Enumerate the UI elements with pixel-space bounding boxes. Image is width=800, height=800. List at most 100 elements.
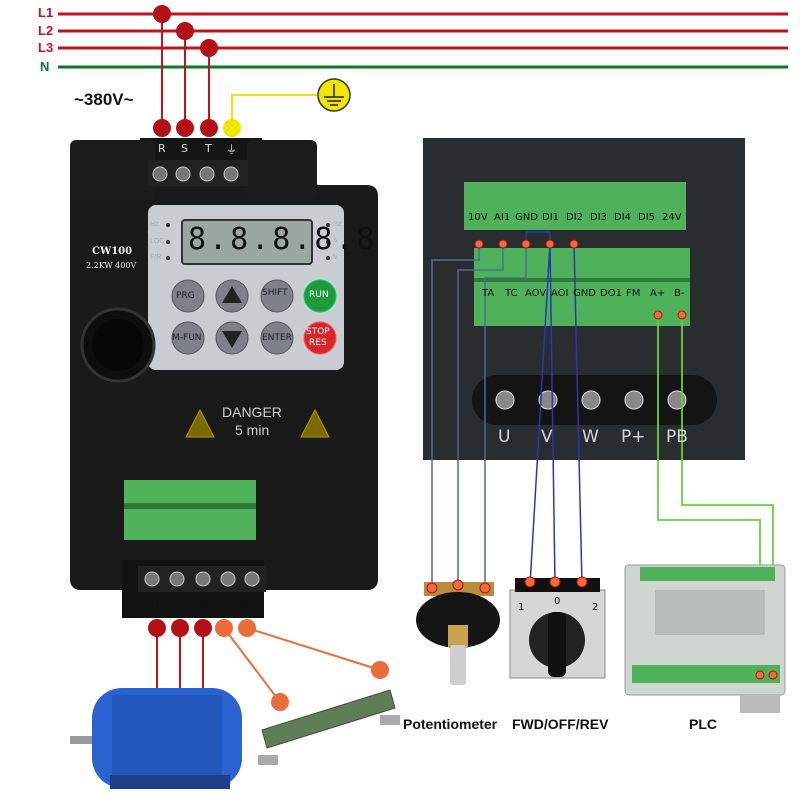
up-arrow-icon bbox=[222, 286, 242, 303]
enter-button[interactable] bbox=[260, 321, 294, 355]
wire-switch-di1 bbox=[529, 243, 551, 586]
screw bbox=[581, 390, 601, 410]
knob[interactable] bbox=[92, 319, 144, 371]
label-l3: L3 bbox=[38, 40, 54, 55]
dot-gnd bbox=[521, 239, 531, 249]
danger-text: DANGER bbox=[222, 404, 282, 420]
caption-potentiometer: Potentiometer bbox=[403, 716, 498, 732]
led-label-loc: LOC bbox=[150, 238, 165, 245]
dot-pot-3 bbox=[479, 582, 491, 594]
mfun-button[interactable] bbox=[171, 321, 205, 355]
wire-pb-brake bbox=[246, 627, 381, 671]
dot-10v bbox=[474, 239, 484, 249]
label-n: N bbox=[40, 59, 50, 74]
pw-pb: PB bbox=[666, 427, 688, 447]
screw bbox=[195, 571, 211, 587]
inverter bbox=[70, 138, 378, 618]
wire-p-brake bbox=[223, 627, 281, 703]
screw bbox=[624, 390, 644, 410]
dot-brake-2 bbox=[371, 661, 389, 679]
dot-pb bbox=[238, 619, 256, 637]
screw bbox=[495, 390, 515, 410]
prg-button[interactable] bbox=[171, 279, 205, 313]
warning-triangle-icon bbox=[185, 408, 215, 438]
screw bbox=[220, 571, 236, 587]
connection-dots bbox=[148, 5, 687, 751]
dot-plc-b bbox=[768, 670, 778, 680]
ct-24v: 24V bbox=[662, 212, 682, 223]
voltage-label: ~380V~ bbox=[74, 90, 134, 109]
led-label-v: V bbox=[333, 254, 338, 261]
control-terminal-board bbox=[124, 480, 256, 540]
shift-button[interactable] bbox=[260, 279, 294, 313]
dot-l3 bbox=[200, 39, 218, 57]
dot-plc-a bbox=[755, 670, 765, 680]
dot-v bbox=[171, 619, 189, 637]
inv-p-label: P+ bbox=[214, 598, 232, 612]
wire-pot-gnd bbox=[484, 244, 527, 585]
dot-b-minus bbox=[677, 310, 687, 320]
output-screws bbox=[144, 571, 260, 587]
plc-module bbox=[655, 590, 765, 635]
screw bbox=[244, 571, 260, 587]
dot-brake-1 bbox=[271, 693, 289, 711]
screw bbox=[169, 571, 185, 587]
terminal-t-label: T bbox=[205, 142, 212, 155]
supply-bus bbox=[58, 12, 788, 69]
ct-10v: 10V bbox=[468, 212, 488, 223]
dot-ai1 bbox=[498, 239, 508, 249]
dot-t bbox=[200, 119, 218, 137]
brake-resistor bbox=[258, 689, 400, 765]
led-dot bbox=[326, 240, 330, 244]
pw-p-plus: P+ bbox=[621, 427, 646, 447]
switch-pos-2: 2 bbox=[592, 602, 599, 613]
ct-ta: TA bbox=[482, 288, 495, 299]
resistor-bracket-left bbox=[258, 755, 278, 765]
dot-r bbox=[153, 119, 171, 137]
pot-neck bbox=[448, 625, 468, 647]
inverter-upper-panel bbox=[70, 140, 155, 200]
ct-di1: DI1 bbox=[542, 212, 560, 223]
screw bbox=[152, 166, 168, 182]
mfun-button-label: M-FUN bbox=[172, 333, 202, 343]
switch-handle[interactable] bbox=[548, 612, 566, 677]
caption-switch: FWD/OFF/REV bbox=[512, 716, 609, 732]
wire-pot-ai1 bbox=[457, 244, 504, 585]
inv-w-label: W bbox=[196, 598, 208, 612]
dot-pot-2 bbox=[452, 579, 464, 591]
resistor-bracket-right bbox=[380, 715, 400, 725]
led-label-hz-right: Hz bbox=[333, 221, 342, 228]
led-label-hz-left: Hz bbox=[150, 221, 159, 228]
stop-button[interactable] bbox=[303, 321, 337, 355]
led-dot bbox=[166, 240, 170, 244]
power-terminal-screws bbox=[495, 390, 687, 410]
label-l1: L1 bbox=[38, 5, 54, 20]
inv-u-label: U bbox=[150, 598, 159, 612]
dot-pot-1 bbox=[426, 582, 438, 594]
dot-sw-1 bbox=[524, 576, 536, 588]
switch-pos-0: 0 bbox=[554, 596, 561, 607]
inv-v-label: V bbox=[173, 598, 182, 612]
input-screws bbox=[152, 166, 239, 182]
terminal-r-label: R bbox=[158, 142, 166, 155]
screw bbox=[223, 166, 239, 182]
ground-icon bbox=[317, 78, 351, 112]
ct-ai1: AI1 bbox=[494, 212, 511, 223]
dot-di2 bbox=[569, 239, 579, 249]
display-digits: 8.8.8.8.8 bbox=[188, 222, 378, 257]
resistor-body bbox=[261, 689, 396, 749]
wire-ground bbox=[231, 94, 318, 128]
ct-do1: DO1 bbox=[600, 288, 622, 299]
display-window bbox=[181, 219, 313, 265]
screw bbox=[175, 166, 191, 182]
pw-u: U bbox=[498, 427, 511, 447]
ct-b-minus: B- bbox=[674, 288, 685, 299]
led-indicators bbox=[166, 223, 330, 260]
ct-di3: DI3 bbox=[590, 212, 608, 223]
terminal-closeup bbox=[423, 138, 745, 460]
ct-aov: AOV bbox=[525, 288, 547, 299]
motor-base bbox=[110, 775, 230, 789]
terminal-s-label: S bbox=[181, 142, 188, 155]
run-button[interactable] bbox=[303, 279, 337, 313]
terminal-top-row bbox=[464, 182, 686, 230]
